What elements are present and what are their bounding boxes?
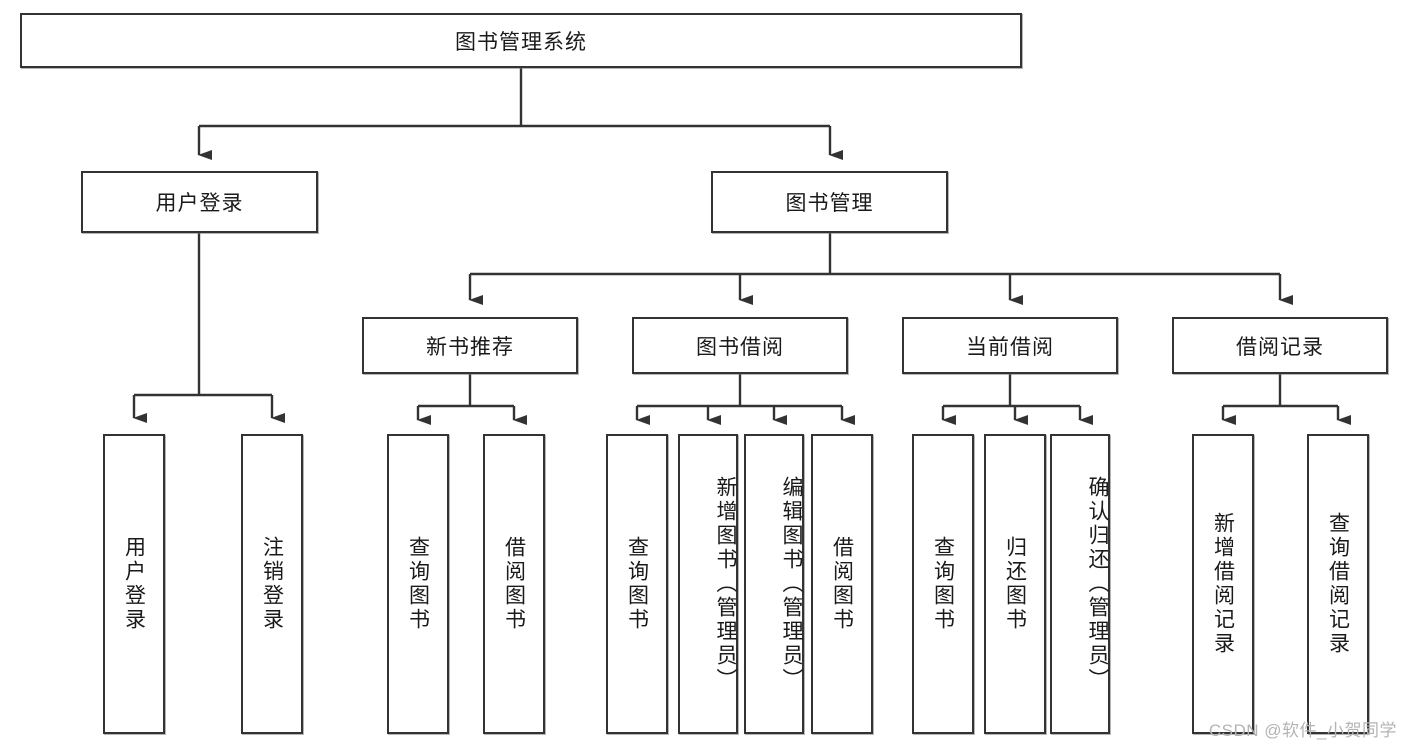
leaf-query-book-2-label: 查询图书 [625,536,649,632]
leaf-edit-book[interactable]: 编辑图书（管理员） [744,434,804,734]
node-new-book-recommend[interactable]: 新书推荐 [362,317,578,374]
node-root-label: 图书管理系统 [455,30,587,54]
leaf-query-book-3-label: 查询图书 [931,536,955,632]
leaf-borrow-book-1-label: 借阅图书 [502,536,526,632]
node-new-book-recommend-label: 新书推荐 [426,335,514,359]
leaf-return-book[interactable]: 归还图书 [984,434,1046,734]
node-book-manage-label: 图书管理 [785,192,874,215]
node-user-login-label: 用户登录 [155,192,244,215]
leaf-borrow-book-2[interactable]: 借阅图书 [811,434,873,734]
leaf-borrow-book-1[interactable]: 借阅图书 [483,434,545,734]
leaf-user-login-label: 用户登录 [122,536,146,632]
leaf-add-record[interactable]: 新增借阅记录 [1192,434,1254,734]
leaf-confirm-return-label: 确认归还（管理员） [1086,476,1109,692]
leaf-query-book-1[interactable]: 查询图书 [387,434,449,734]
leaf-query-book-3[interactable]: 查询图书 [912,434,974,734]
node-book-borrow[interactable]: 图书借阅 [632,317,848,374]
leaf-query-book-1-label: 查询图书 [406,536,430,632]
leaf-query-record-label: 查询借阅记录 [1326,512,1350,656]
node-book-manage[interactable]: 图书管理 [711,171,948,233]
leaf-confirm-return[interactable]: 确认归还（管理员） [1050,434,1110,734]
leaf-query-book-2[interactable]: 查询图书 [606,434,668,734]
leaf-return-book-label: 归还图书 [1003,536,1027,632]
node-book-borrow-label: 图书借阅 [696,335,784,359]
leaf-user-logout[interactable]: 注销登录 [241,434,303,734]
leaf-add-record-label: 新增借阅记录 [1211,512,1235,656]
node-current-borrow-label: 当前借阅 [966,335,1054,359]
node-borrow-record-label: 借阅记录 [1236,335,1324,359]
leaf-user-login[interactable]: 用户登录 [103,434,165,734]
node-user-login[interactable]: 用户登录 [81,171,318,233]
leaf-user-logout-label: 注销登录 [260,536,284,632]
leaf-edit-book-label: 编辑图书（管理员） [780,476,803,692]
leaf-query-record[interactable]: 查询借阅记录 [1307,434,1369,734]
leaf-add-book-label: 新增图书（管理员） [714,476,737,692]
node-borrow-record[interactable]: 借阅记录 [1172,317,1388,374]
leaf-borrow-book-2-label: 借阅图书 [830,536,854,632]
leaf-add-book[interactable]: 新增图书（管理员） [678,434,738,734]
node-current-borrow[interactable]: 当前借阅 [902,317,1118,374]
node-root[interactable]: 图书管理系统 [20,13,1022,68]
csdn-watermark: CSDN @软件_小贺同学 [1208,721,1397,740]
